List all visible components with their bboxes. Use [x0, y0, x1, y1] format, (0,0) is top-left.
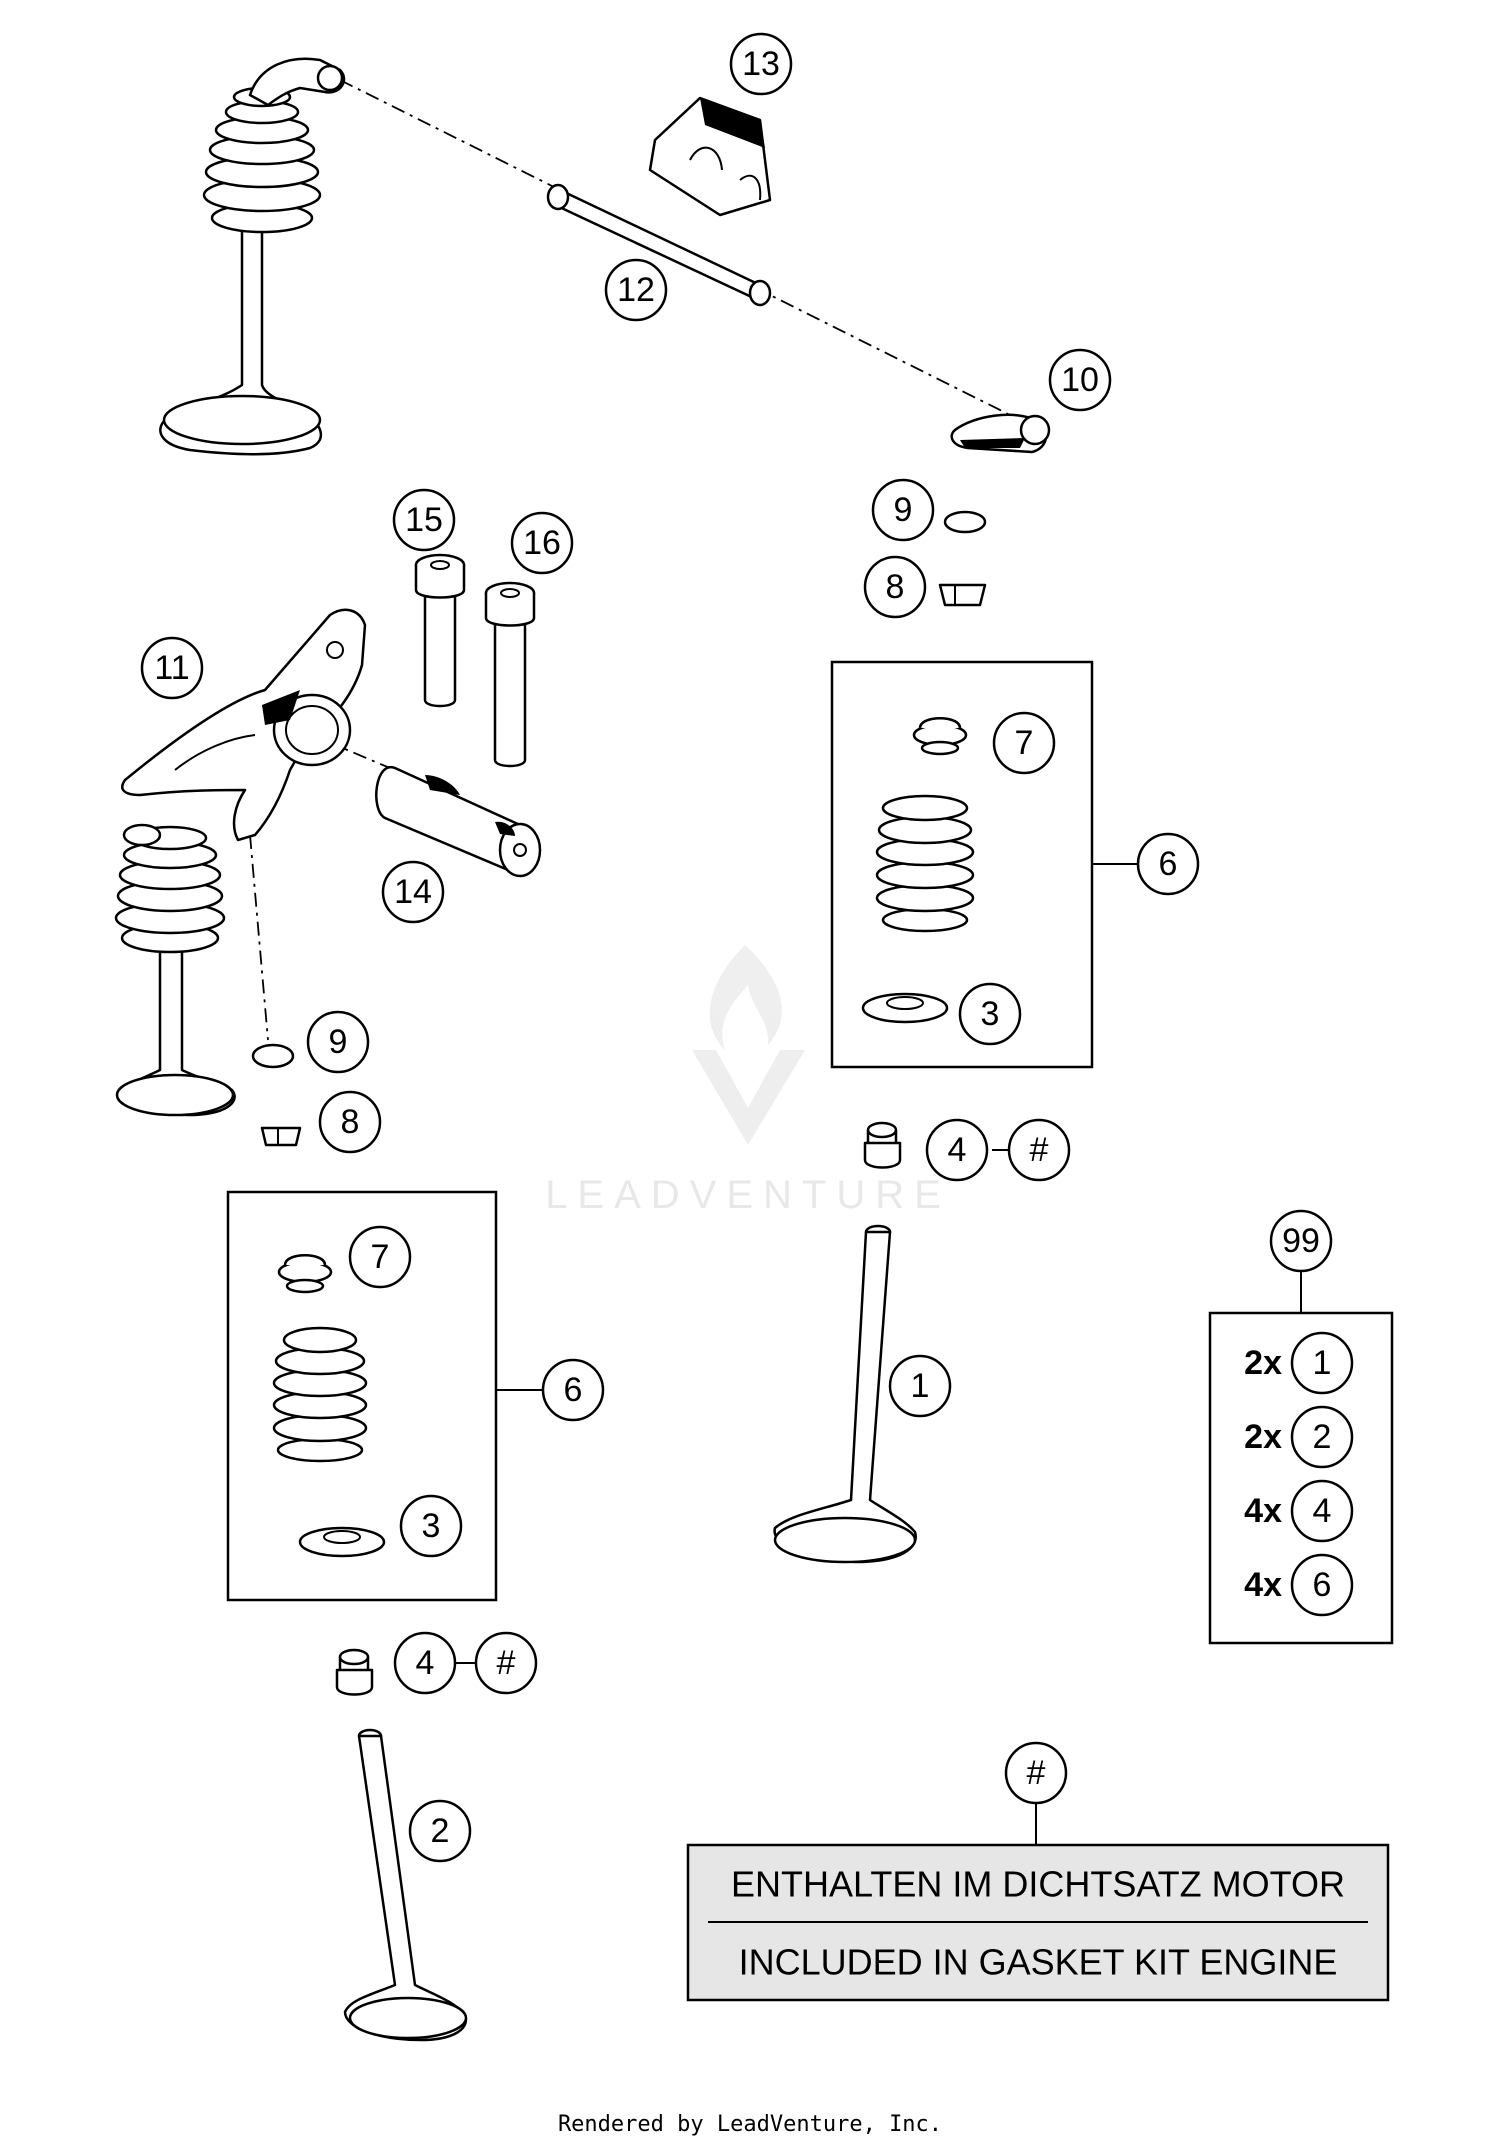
kit-99-qty: 2x [1244, 1344, 1282, 1382]
svg-text:9: 9 [329, 1023, 348, 1061]
svg-text:#: # [497, 1644, 516, 1682]
spring-left-shape [272, 1326, 368, 1463]
callout-16[interactable]: 16 [510, 511, 574, 575]
assembly-line-left [249, 834, 269, 1041]
callout-hash-right[interactable]: # [1007, 1118, 1071, 1182]
svg-text:3: 3 [981, 995, 1000, 1033]
footer-credit: Rendered by LeadVenture, Inc. [557, 2112, 943, 2137]
svg-text:7: 7 [1015, 724, 1034, 762]
part-12-shaft [546, 183, 772, 307]
svg-text:9: 9 [894, 491, 913, 529]
part-9-right-shape [943, 510, 987, 534]
svg-text:1: 1 [911, 1367, 930, 1405]
spring-right-shape [875, 794, 975, 933]
kit-99-row: 4x 4 [1244, 1479, 1354, 1543]
note-line-de: ENTHALTEN IM DICHTSATZ MOTOR [731, 1864, 1345, 1905]
part-8-right-shape [938, 583, 987, 607]
callout-15[interactable]: 15 [392, 488, 456, 552]
watermark-text: LEADVENTURE [545, 1173, 951, 1217]
svg-text:6: 6 [1159, 845, 1178, 883]
callout-7-left[interactable]: 7 [348, 1225, 412, 1289]
watermark-v-icon [692, 1050, 805, 1145]
svg-text:13: 13 [742, 45, 780, 83]
callout-hash-left[interactable]: # [474, 1631, 538, 1695]
part-15-bolt [414, 553, 466, 708]
callout-3-left[interactable]: 3 [399, 1494, 463, 1558]
callout-7-right[interactable]: 7 [992, 711, 1056, 775]
svg-text:6: 6 [564, 1371, 583, 1409]
kit-99-part-callout[interactable]: 2 [1290, 1405, 1354, 1469]
svg-text:10: 10 [1061, 361, 1099, 399]
svg-text:14: 14 [394, 873, 432, 911]
callout-10[interactable]: 10 [1048, 348, 1112, 412]
callout-2[interactable]: 2 [408, 1799, 472, 1863]
callout-14[interactable]: 14 [381, 860, 445, 924]
part-11-shape [121, 608, 367, 842]
svg-text:99: 99 [1282, 1222, 1320, 1260]
callout-4-left[interactable]: 4 [393, 1631, 457, 1695]
callout-8-left[interactable]: 8 [318, 1090, 382, 1154]
svg-text:8: 8 [886, 568, 905, 606]
part-2-valve [343, 1728, 468, 2042]
svg-text:11: 11 [154, 649, 189, 687]
part-1-valve [773, 1224, 917, 1564]
part-7-left-shape [277, 1254, 333, 1294]
svg-text:1: 1 [1313, 1344, 1332, 1382]
part-16-bolt [484, 581, 536, 768]
part-7-right-shape [912, 717, 968, 756]
callout-99[interactable]: 99 [1269, 1209, 1333, 1273]
kit-99-qty: 4x [1244, 1492, 1282, 1530]
kit-99-qty: 2x [1244, 1418, 1282, 1456]
svg-text:4: 4 [948, 1131, 967, 1169]
group-6-left-frame [226, 1190, 498, 1602]
top-valve-assembly [159, 57, 346, 456]
kit-99-part-callout[interactable]: 4 [1290, 1479, 1354, 1543]
svg-text:3: 3 [422, 1507, 441, 1545]
callout-11[interactable]: 11 [140, 636, 204, 700]
callout-9-left[interactable]: 9 [306, 1010, 370, 1074]
watermark: LEADVENTURE [545, 945, 951, 1217]
svg-text:7: 7 [371, 1238, 390, 1276]
svg-text:6: 6 [1313, 1566, 1332, 1604]
svg-text:2: 2 [431, 1812, 450, 1850]
note-line-en: INCLUDED IN GASKET KIT ENGINE [739, 1942, 1338, 1983]
kit-99-qty: 4x [1244, 1566, 1282, 1604]
callout-hash-note[interactable]: # [1004, 1741, 1068, 1805]
part-13-shape [648, 96, 772, 217]
part-3-right-shape [861, 992, 949, 1024]
callout-8-right[interactable]: 8 [863, 555, 927, 619]
part-3-left-shape [298, 1526, 386, 1558]
callout-6-left[interactable]: 6 [541, 1358, 605, 1422]
svg-text:4: 4 [416, 1644, 435, 1682]
svg-text:15: 15 [405, 501, 443, 539]
svg-text:2: 2 [1313, 1418, 1332, 1456]
svg-text:#: # [1030, 1131, 1049, 1169]
callout-1[interactable]: 1 [888, 1354, 952, 1418]
part-10-shape [950, 413, 1051, 454]
callout-6-right[interactable]: 6 [1136, 832, 1200, 896]
callout-3-right[interactable]: 3 [958, 982, 1022, 1046]
kit-99-part-callout[interactable]: 1 [1290, 1331, 1354, 1395]
part-9-left-shape [251, 1043, 295, 1069]
watermark-flame-icon [709, 945, 782, 1050]
kit-99-part-callout[interactable]: 6 [1290, 1553, 1354, 1617]
part-14-pin [375, 766, 542, 878]
part-4-left-shape [335, 1648, 374, 1696]
svg-text:8: 8 [341, 1103, 360, 1141]
kit-99-row: 4x 6 [1244, 1553, 1354, 1617]
kit-99-row: 2x 1 [1244, 1331, 1354, 1395]
left-valve-assembly [114, 823, 236, 1117]
kit-99-row: 2x 2 [1244, 1405, 1354, 1469]
callout-13[interactable]: 13 [729, 32, 793, 96]
callout-9-right[interactable]: 9 [871, 478, 935, 542]
svg-text:#: # [1027, 1754, 1046, 1792]
svg-text:12: 12 [617, 271, 655, 309]
part-4-right-shape [863, 1121, 902, 1169]
part-8-left-shape [260, 1126, 302, 1147]
callout-4-right[interactable]: 4 [925, 1118, 989, 1182]
svg-text:4: 4 [1313, 1492, 1332, 1530]
svg-text:16: 16 [523, 524, 561, 562]
callout-12[interactable]: 12 [604, 258, 668, 322]
